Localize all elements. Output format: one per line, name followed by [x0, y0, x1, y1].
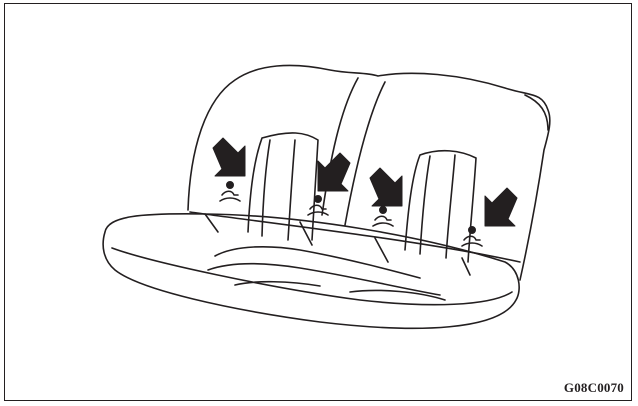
arrow-icon	[318, 153, 350, 191]
seat-cushion	[103, 214, 519, 328]
child-seat-anchor-icon	[373, 207, 393, 226]
arrow-icon	[370, 168, 402, 206]
child-seat-anchor-icon	[220, 182, 240, 201]
headrest-right	[405, 151, 476, 262]
child-seat-anchor-icon	[462, 227, 482, 246]
figure-code: G08C0070	[564, 380, 624, 396]
arrow-icon	[485, 188, 517, 226]
arrow-icon	[213, 138, 245, 176]
